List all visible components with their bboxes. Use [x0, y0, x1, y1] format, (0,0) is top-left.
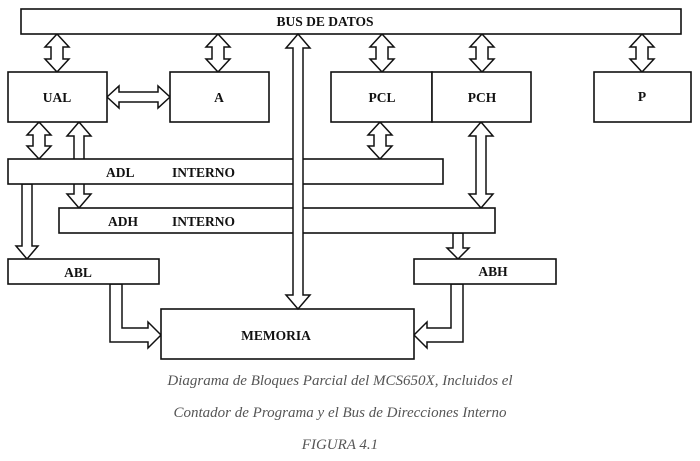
adh-abh-arrow-icon [445, 232, 471, 261]
adh-interno-label: INTERNO [172, 214, 235, 229]
caption-line-1: Diagrama de Bloques Parcial del MCS650X,… [167, 373, 513, 389]
pch-box [431, 71, 532, 123]
p-register-box [593, 71, 692, 123]
bus-datos-box [20, 8, 682, 35]
a-register-box [169, 71, 270, 123]
bus-memoria-double-arrow-icon [284, 32, 312, 311]
pch-adh-double-arrow-icon [467, 120, 495, 210]
p-label: P [638, 89, 646, 104]
pcl-box [330, 71, 433, 123]
ual-bus-double-arrow-icon [43, 32, 71, 74]
ual-adl-double-arrow-icon [25, 120, 53, 161]
p-bus-double-arrow-icon [628, 32, 656, 74]
adl-interno-bar [7, 158, 444, 185]
ual-a-double-arrow-icon [105, 84, 172, 110]
abh-label: ABH [478, 264, 508, 279]
pcl-bus-double-arrow-icon [368, 32, 396, 74]
a-bus-double-arrow-icon [204, 32, 232, 74]
adl-label: ADL [106, 165, 135, 180]
abl-label: ABL [64, 265, 92, 280]
pcl-adl-double-arrow-icon [366, 120, 394, 161]
figure-number: FIGURA 4.1 [301, 437, 379, 453]
ual-box [7, 71, 108, 123]
pch-bus-double-arrow-icon [468, 32, 496, 74]
abh-memoria-arrow-icon [412, 283, 464, 350]
adh-interno-bar [58, 207, 496, 234]
adl-interno-label: INTERNO [172, 165, 235, 180]
pch-label: PCH [468, 90, 497, 105]
adl-abl-arrow-icon [14, 183, 40, 261]
abl-box [7, 258, 160, 285]
a-label: A [214, 90, 224, 105]
memoria-box [160, 308, 415, 360]
abh-box [413, 258, 557, 285]
adh-label: ADH [108, 214, 138, 229]
pcl-label: PCL [369, 90, 396, 105]
abl-memoria-arrow-icon [109, 283, 163, 350]
memoria-label: MEMORIA [241, 328, 311, 343]
bus-datos-label: BUS DE DATOS [276, 14, 373, 29]
ual-label: UAL [43, 90, 72, 105]
caption-line-2: Contador de Programa y el Bus de Direcci… [173, 405, 507, 421]
